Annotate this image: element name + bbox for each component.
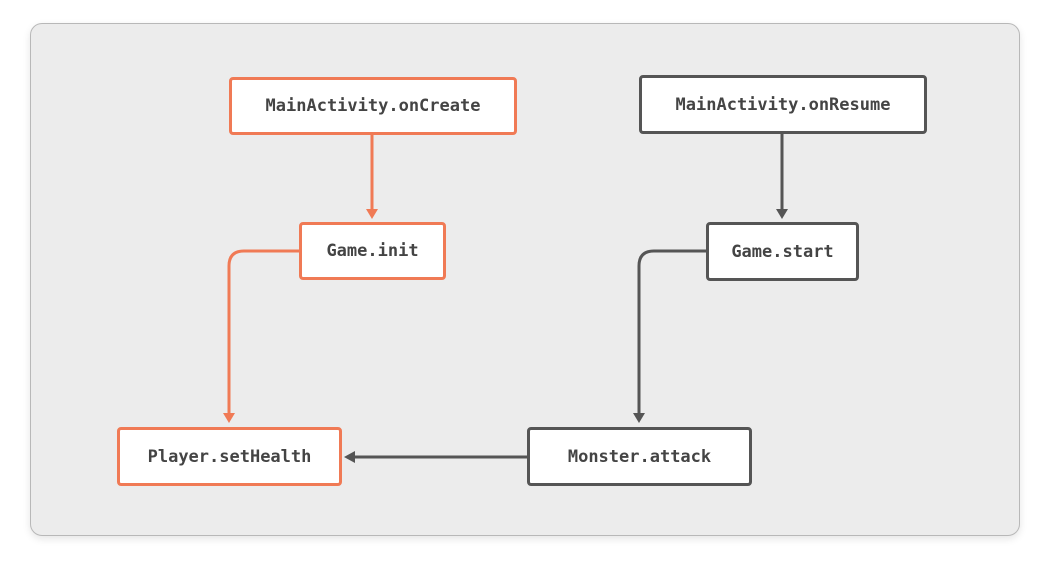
edge-oncreate-to-game-init (366, 134, 378, 219)
node-label: Monster.attack (567, 446, 712, 467)
edge-monster-attack-to-player-sethealth (344, 451, 528, 463)
node-main-activity-onresume[interactable]: MainActivity.onResume (639, 75, 927, 134)
node-monster-attack[interactable]: Monster.attack (527, 427, 752, 486)
node-game-start[interactable]: Game.start (706, 222, 859, 281)
edge-game-init-to-player-sethealth (223, 249, 300, 423)
node-main-activity-oncreate[interactable]: MainActivity.onCreate (229, 77, 517, 135)
node-label: Game.init (326, 241, 419, 261)
node-label: MainActivity.onCreate (265, 96, 481, 116)
node-game-init[interactable]: Game.init (299, 222, 446, 280)
node-player-sethealth[interactable]: Player.setHealth (117, 427, 342, 486)
node-label: Player.setHealth (147, 446, 312, 467)
node-label: MainActivity.onResume (675, 94, 891, 115)
edge-onresume-to-game-start (776, 132, 788, 219)
node-label: Game.start (731, 241, 834, 262)
edge-game-start-to-monster-attack (633, 249, 707, 423)
